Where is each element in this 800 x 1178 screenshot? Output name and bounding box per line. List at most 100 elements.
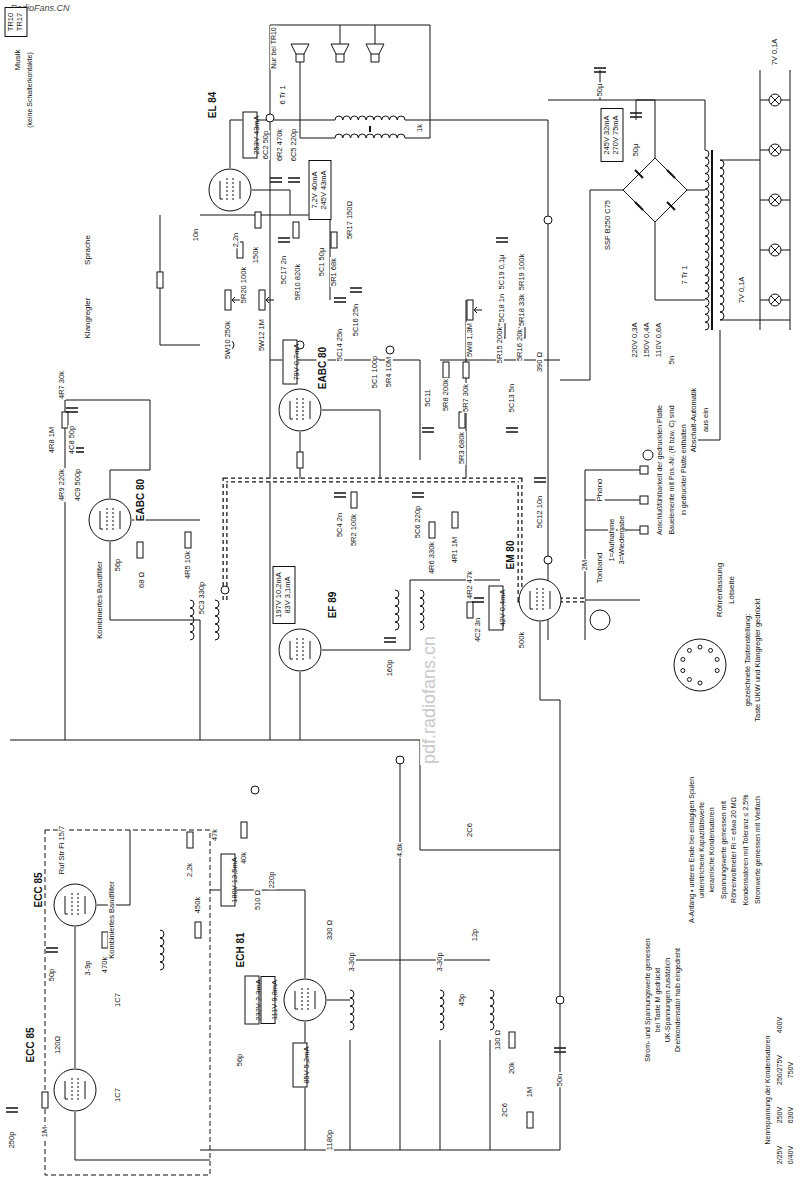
- wire: [322, 410, 380, 480]
- component-label: Abschalt-Automatik: [690, 387, 698, 454]
- wire: [585, 470, 640, 471]
- wire: [200, 620, 201, 740]
- coil-symbol: [350, 990, 354, 1030]
- resistor-symbol: [137, 542, 143, 558]
- wire: [405, 120, 548, 640]
- resistor-symbol: [463, 362, 469, 378]
- dial-lamp-symbol: [771, 196, 779, 204]
- component-label: Musik: [14, 49, 23, 72]
- component-label: 47k: [211, 828, 219, 842]
- tube-type-label: EL 84: [207, 91, 218, 120]
- tube-symbol: EABC 80: [88, 498, 132, 542]
- wire: [585, 500, 640, 501]
- tube-symbol: EL 84: [208, 168, 252, 212]
- diode-symbol: [635, 170, 643, 178]
- wire: [75, 1112, 210, 1160]
- dial-lamp-symbol: [771, 246, 779, 254]
- wire: [585, 600, 640, 601]
- tube-socket: [674, 639, 726, 691]
- resistor-symbol: [331, 232, 337, 248]
- component-label: 5R2 100k: [350, 513, 358, 547]
- capacitor-symbol: [46, 948, 58, 952]
- note-text: 750V: [787, 1061, 795, 1079]
- component-label: 5W8 1,3M: [466, 322, 474, 358]
- component-label: 450k: [194, 896, 202, 914]
- watermark: pdf.radiofans.cn: [420, 635, 440, 765]
- tube-type-label: EF 89: [327, 591, 338, 620]
- component-label: 5C11: [424, 388, 432, 407]
- component-label: 5R17 150Ω: [346, 200, 354, 240]
- component-label: Sprache: [84, 234, 93, 266]
- box-text: 79V 0,7mA: [293, 343, 302, 380]
- box-text: 245V 32mA 270V 75mA: [603, 112, 620, 158]
- component-label: 50µ: [632, 143, 640, 158]
- component-label: 56p: [114, 558, 122, 573]
- component-label: 1=Aufnahme: [608, 518, 616, 563]
- socket-pin: [681, 657, 685, 661]
- resistor-symbol: [293, 222, 299, 238]
- wire: [110, 542, 200, 620]
- component-label: 6 Tr 1: [279, 84, 287, 105]
- note-text: 0/40V: [787, 1145, 795, 1165]
- component-label: 1180p: [326, 1129, 334, 1151]
- wire: [350, 960, 490, 961]
- coil-symbol: [335, 134, 405, 138]
- capacitor-symbol: [506, 428, 518, 432]
- component-label: Lötseite: [728, 575, 737, 605]
- din-socket: [590, 610, 610, 630]
- wire: [687, 190, 705, 191]
- tube-symbol: ECH 81: [283, 978, 327, 1022]
- component-label: 50µ: [596, 83, 604, 98]
- capacitor-symbol: [6, 1108, 18, 1112]
- component-label: 7V 0,1A: [771, 38, 779, 67]
- tube-outline: [208, 168, 252, 212]
- capacitor-symbol: [384, 638, 396, 642]
- component-label: 3=Wiedergabe: [618, 515, 626, 566]
- component-label: 500k: [518, 631, 526, 649]
- wire: [560, 190, 623, 380]
- component-label: 5R18 33k: [518, 293, 526, 327]
- tube-outline: [88, 498, 132, 542]
- tube-type-label: EABC 80: [135, 478, 146, 522]
- coil-symbol: [190, 600, 194, 640]
- operating-values-box: 7,2V 40mA 245V 43mA: [309, 160, 332, 220]
- note-text: keramische Kondensatoren: [708, 806, 716, 893]
- tube-outline: [53, 883, 97, 927]
- tube-symbol: ECC 85: [53, 883, 97, 927]
- component-label: 5R7 30k: [462, 383, 470, 413]
- capacitor-symbol: [288, 178, 300, 182]
- coil-symbol: [335, 116, 405, 120]
- resistor-symbol: [297, 452, 303, 468]
- wire: [350, 1040, 351, 1150]
- component-label: 5C1 50µ: [318, 247, 326, 278]
- note-text: UK-Spannungen zusätzlich: [664, 957, 672, 1043]
- potentiometer-wiper: [474, 307, 482, 313]
- component-label: 330 Ω: [326, 919, 334, 941]
- box-text: 253V 43mA: [253, 115, 262, 154]
- component-label: 1C7: [114, 992, 122, 1008]
- coil-symbol: [395, 590, 399, 630]
- test-point: [544, 556, 552, 564]
- test-point: [386, 346, 394, 354]
- component-label: 220V 0,3A: [631, 321, 639, 358]
- resistor-symbol: [187, 832, 193, 848]
- diode-symbol: [635, 202, 643, 210]
- tube-symbol: EF 89: [278, 628, 322, 672]
- note-text: 2/25V: [776, 1145, 784, 1165]
- note-text: Drehkondensator halb eingedreht: [674, 947, 682, 1053]
- operating-values-box: 42V 0,4mA: [489, 586, 504, 631]
- component-label: 120Ω: [54, 1035, 62, 1055]
- tube-symbol: ECC 85: [53, 1068, 97, 1112]
- wire: [440, 1040, 441, 1150]
- tube-outline: [518, 578, 562, 622]
- component-label: 470k: [101, 956, 109, 974]
- resistor-symbol: [195, 922, 201, 938]
- component-label: 4R6 330k: [428, 541, 436, 575]
- note-text: Nennspannung der Kondensatoren: [764, 1035, 772, 1146]
- tube-symbol: EM 80: [518, 578, 562, 622]
- resistor-symbol: [157, 272, 163, 288]
- component-label: 150V 0,4A: [643, 321, 651, 358]
- wire: [327, 1000, 350, 1001]
- diode-symbol: [667, 202, 675, 210]
